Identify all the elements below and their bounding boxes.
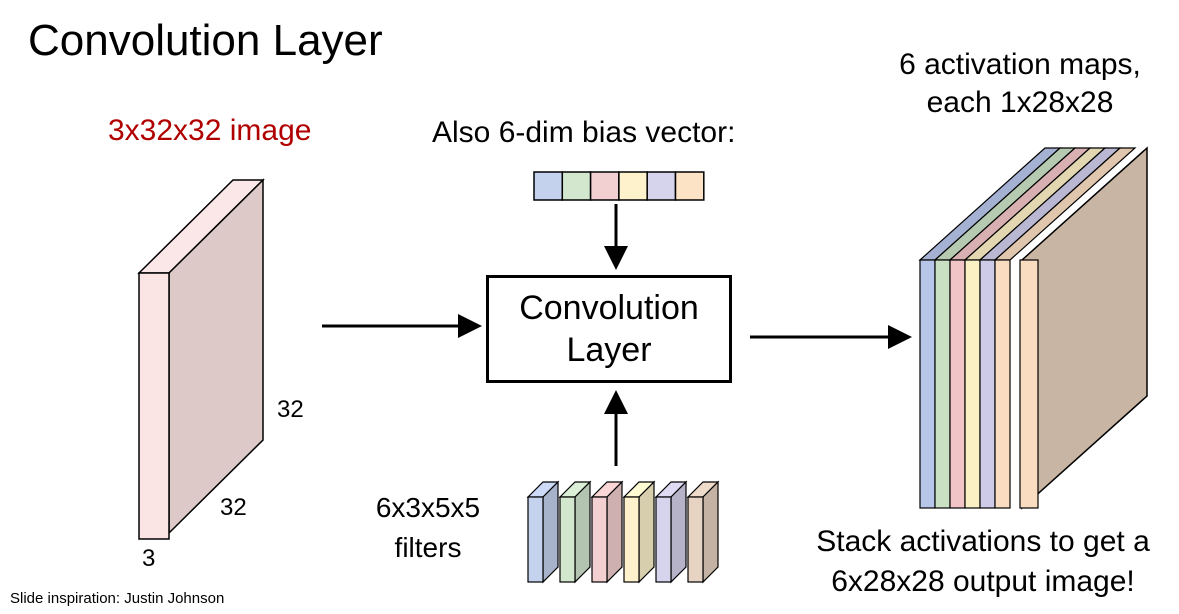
bias-cell [533, 171, 564, 201]
input-volume-front [138, 272, 170, 540]
activation-map-front [1019, 146, 1148, 510]
filter [654, 480, 688, 584]
activation-map [993, 147, 1137, 509]
filters-caption-line2: filters [394, 532, 462, 563]
bias-cell [561, 171, 592, 201]
filters-stack [526, 480, 720, 584]
conv-box-line1: Convolution [519, 289, 699, 327]
filters-caption: 6x3x5x5 filters [358, 488, 498, 568]
activation-maps-caption: 6 activation maps, each 1x28x28 [880, 46, 1160, 122]
activation-maps-caption-line2: each 1x28x28 [926, 86, 1114, 119]
activation-maps-stack [918, 146, 1148, 510]
input-image-caption: 3x32x32 image [108, 114, 312, 147]
filter [686, 480, 720, 584]
filter [590, 480, 624, 584]
bias-vector [533, 171, 705, 201]
input-depth-label: 3 [142, 545, 156, 572]
activation-map [933, 147, 1077, 509]
activation-map [978, 147, 1122, 509]
input-volume [137, 178, 265, 540]
activation-map [918, 147, 1062, 509]
slide-credit: Slide inspiration: Justin Johnson [10, 590, 225, 607]
activation-maps-caption-line1: 6 activation maps, [899, 48, 1141, 81]
bias-cell [674, 171, 705, 201]
stack-caption-line1: Stack activations to get a [816, 525, 1150, 558]
page-title: Convolution Layer [28, 16, 383, 65]
bias-cell [589, 171, 620, 201]
bias-vector-caption: Also 6-dim bias vector: [432, 116, 736, 149]
filter [526, 480, 560, 584]
stack-caption-line2: 6x28x28 output image! [831, 565, 1135, 598]
convolution-layer-box: Convolution Layer [486, 275, 732, 383]
input-height-label: 32 [277, 396, 304, 423]
filters-caption-line1: 6x3x5x5 [375, 492, 481, 523]
bias-cell [618, 171, 648, 201]
stack-caption: Stack activations to get a 6x28x28 outpu… [790, 522, 1176, 602]
input-width-label: 32 [220, 494, 247, 521]
filter [622, 480, 656, 584]
filter [558, 480, 592, 584]
bias-cell [646, 171, 677, 201]
conv-box-line2: Layer [566, 331, 652, 369]
